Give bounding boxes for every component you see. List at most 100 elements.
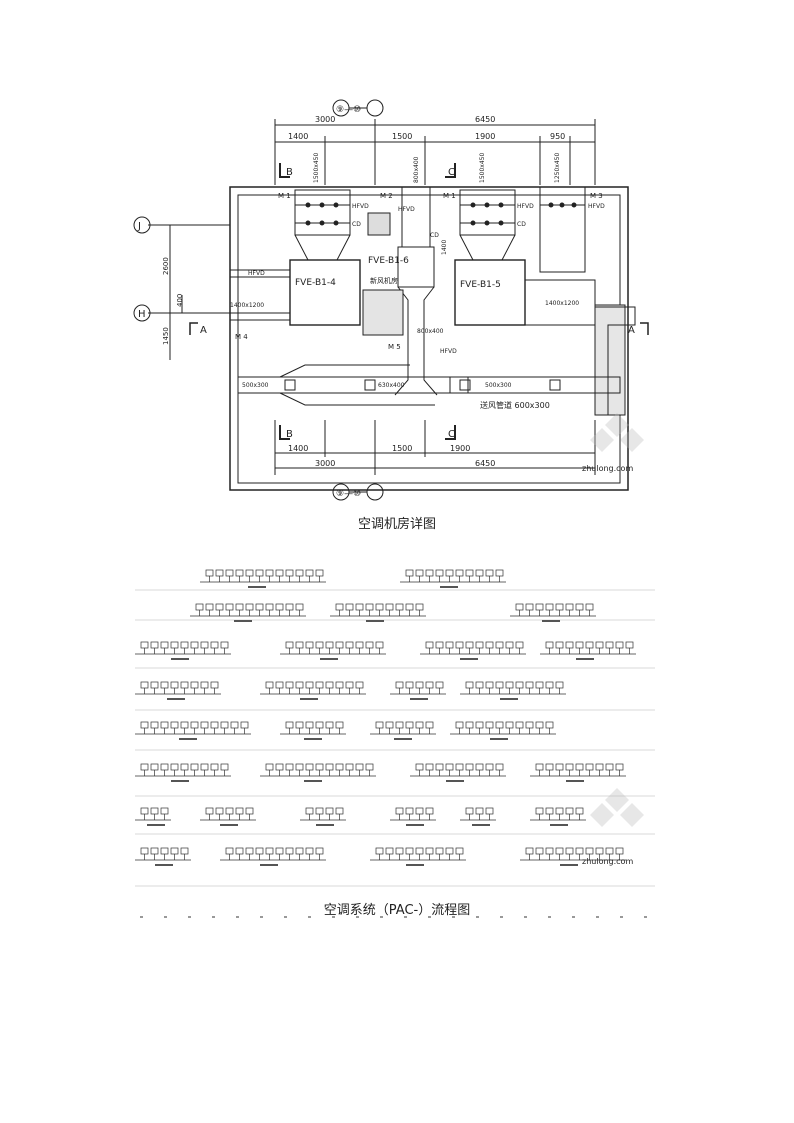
flow-unit-block — [295, 569, 304, 577]
duct-size-mid-drop: 800x400 — [417, 328, 444, 335]
flow-unit-block — [335, 641, 344, 649]
flow-unit-block — [415, 721, 424, 729]
flow-unit-block — [495, 721, 504, 729]
flow-unit-block — [305, 721, 314, 729]
damper-cd-3: CD — [517, 221, 526, 228]
flow-unit-block — [525, 847, 534, 855]
flow-unit-block — [385, 721, 394, 729]
flow-unit-block — [565, 641, 574, 649]
flow-unit-block — [445, 641, 454, 649]
flow-unit-block — [160, 641, 169, 649]
flow-label-mark — [320, 658, 338, 660]
flow-unit-block — [245, 807, 254, 815]
flow-unit-block — [285, 681, 294, 689]
flow-unit-block — [455, 641, 464, 649]
valve-hfvd-4: HFVD — [248, 270, 265, 277]
flow-unit-block — [455, 763, 464, 771]
flow-label-mark — [248, 586, 266, 588]
flow-unit-block — [355, 763, 364, 771]
flow-unit-block — [515, 721, 524, 729]
flow-unit-block — [535, 681, 544, 689]
flow-unit-block — [195, 603, 204, 611]
flow-unit-block — [265, 569, 274, 577]
flow-unit-block — [605, 641, 614, 649]
flow-unit-block — [225, 569, 234, 577]
flow-unit-block — [190, 763, 199, 771]
figure1-caption: 空调机房详图 — [357, 517, 436, 532]
flow-unit-block — [585, 641, 594, 649]
flow-unit-block — [355, 641, 364, 649]
flow-label-mark — [394, 738, 412, 740]
dim-top-6450: 6450 — [475, 115, 495, 124]
flow-label-mark — [234, 620, 252, 622]
flow-unit-block — [405, 721, 414, 729]
flow-unit-block — [415, 763, 424, 771]
flow-unit-block — [475, 763, 484, 771]
flow-unit-block — [150, 681, 159, 689]
flow-unit-block — [425, 847, 434, 855]
flow-unit-block — [210, 763, 219, 771]
dim-left-400: 400 — [176, 294, 184, 307]
flow-unit-block — [545, 641, 554, 649]
flow-unit-block — [385, 847, 394, 855]
flow-unit-block — [525, 721, 534, 729]
flow-unit-block — [170, 721, 179, 729]
flow-unit-block — [215, 807, 224, 815]
tag-m2: M 2 — [380, 192, 393, 200]
flow-unit-block — [170, 763, 179, 771]
flow-unit-block — [180, 681, 189, 689]
flow-unit-block — [295, 847, 304, 855]
flow-unit-block — [245, 569, 254, 577]
flow-unit-block — [495, 763, 504, 771]
flow-unit-block — [305, 763, 314, 771]
flow-unit-block — [295, 681, 304, 689]
watermark-text: zhulong.com — [582, 857, 633, 866]
flow-unit-block — [615, 763, 624, 771]
dim-top-1500: 1500 — [392, 132, 412, 141]
flow-unit-block — [355, 681, 364, 689]
flow-unit-block — [170, 847, 179, 855]
flow-unit-block — [585, 847, 594, 855]
flow-unit-block — [465, 681, 474, 689]
unit-fve-b1-6: FVE-B1-6 — [368, 256, 409, 266]
flow-unit-block — [365, 763, 374, 771]
valve-hfvd-2: HFVD — [398, 206, 415, 213]
flow-unit-block — [305, 681, 314, 689]
flow-label-mark — [260, 864, 278, 866]
flow-unit-block — [425, 641, 434, 649]
flow-unit-block — [485, 763, 494, 771]
section-mark-c-bottom: C — [448, 429, 455, 440]
flow-unit-block — [575, 603, 584, 611]
flow-unit-block — [435, 763, 444, 771]
flow-unit-block — [545, 721, 554, 729]
flow-unit-block — [355, 603, 364, 611]
duct-size-1400: 1400 — [441, 240, 448, 255]
axis-bottom-label: ⑨—⑩ — [336, 489, 361, 499]
duct-size-bottom-left: 500x300 — [242, 382, 269, 389]
flow-unit-block — [285, 569, 294, 577]
flow-unit-block — [555, 681, 564, 689]
flow-unit-block — [275, 603, 284, 611]
flow-unit-block — [255, 847, 264, 855]
flow-unit-block — [545, 763, 554, 771]
flow-unit-block — [335, 807, 344, 815]
flow-unit-block — [405, 807, 414, 815]
duct-size-v3: 1500x450 — [479, 153, 486, 183]
flow-unit-block — [160, 847, 169, 855]
flow-unit-block — [615, 641, 624, 649]
flow-unit-block — [335, 721, 344, 729]
flow-label-mark — [550, 824, 568, 826]
damper-cd-1: CD — [352, 221, 361, 228]
flow-unit-block — [475, 641, 484, 649]
flow-unit-block — [150, 807, 159, 815]
flow-label-mark — [472, 824, 490, 826]
axis-j-label: J — [137, 221, 141, 232]
flow-label-mark — [566, 780, 584, 782]
flow-label-mark — [167, 698, 185, 700]
flow-unit-block — [315, 763, 324, 771]
flow-unit-block — [170, 681, 179, 689]
flow-unit-block — [325, 681, 334, 689]
flow-unit-block — [235, 847, 244, 855]
flow-unit-block — [425, 807, 434, 815]
flow-unit-block — [435, 847, 444, 855]
